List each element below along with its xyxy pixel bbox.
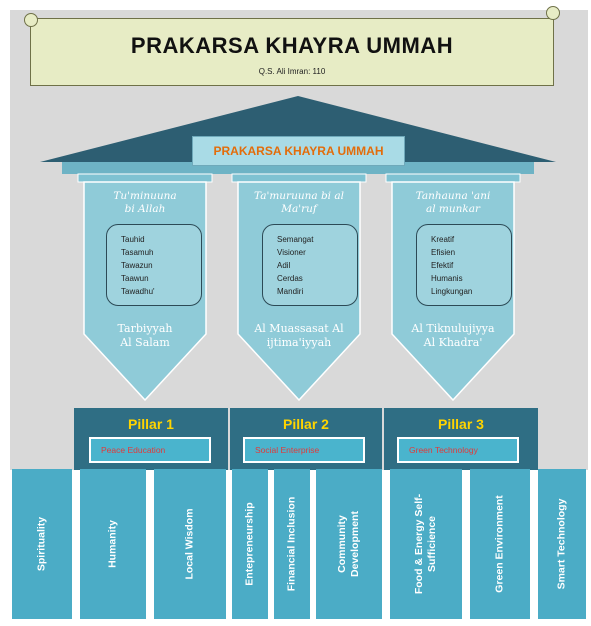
column-capital-2 [231, 173, 367, 183]
list-item: Semangat [277, 235, 314, 244]
foundation-label: Spirituality [35, 516, 48, 572]
list-item: Tawazun [121, 261, 153, 270]
pillar-1-theme-box: Peace Education [89, 437, 211, 463]
column-capital-3 [385, 173, 521, 183]
foundation-block: Financial Inclusion [274, 469, 310, 619]
foundation-label: Humanity [106, 520, 119, 568]
column-2-title-line2: Ma'ruf [281, 203, 317, 215]
pillar-3-theme-box: Green Technology [397, 437, 519, 463]
list-item: Humanis [431, 274, 463, 283]
scroll-curl-right-icon [546, 6, 560, 20]
roof-label: PRAKARSA KHAYRA UMMAH [213, 144, 384, 158]
column-1-values-box: Tauhid Tasamuh Tawazun Taawun Tawadhu' [106, 224, 202, 306]
column-3-title-line2: al munkar [425, 203, 481, 215]
foundation-block: Smart Technology [538, 469, 586, 619]
roof-label-box: PRAKARSA KHAYRA UMMAH [192, 136, 405, 166]
column-capital-1 [77, 173, 213, 183]
foundation-block: Entepreneurship [232, 469, 268, 619]
column-3-values-box: Kreatif Efisien Efektif Humanis Lingkung… [416, 224, 512, 306]
list-item: Tasamuh [121, 248, 154, 257]
foundation-label: Entepreneurship [243, 502, 256, 586]
column-2-title-line1: Ta'muruuna bi al [254, 190, 344, 202]
pillar-2-theme: Social Enterprise [255, 445, 320, 455]
foundation-label: Financial Inclusion [285, 496, 298, 592]
column-2-caption-line2: ijtima'iyyah [266, 336, 332, 349]
column-3-caption: Al Tiknulujiyya Al Khadra' [383, 322, 523, 350]
column-3-title-line1: Tanhauna 'ani [415, 190, 491, 202]
scroll-subtitle: Q.S. Ali Imran: 110 [258, 67, 326, 76]
column-1-caption-line1: Tarbiyyah [117, 322, 173, 335]
pillar-2-label: Pillar 2 [283, 416, 329, 432]
list-item: Lingkungan [431, 287, 473, 296]
list-item: Adil [277, 261, 291, 270]
pillar-3-label: Pillar 3 [438, 416, 484, 432]
foundation-block: Green Environment [470, 469, 530, 619]
column-2-values-box: Semangat Visioner Adil Cerdas Mandiri [262, 224, 358, 306]
list-item: Mandiri [277, 287, 304, 296]
column-3-caption-line1: Al Tiknulujiyya [411, 322, 495, 335]
list-item: Efisien [431, 248, 456, 257]
foundation-label: Food & Energy Self-Sufficience [413, 493, 438, 595]
roof [40, 96, 556, 162]
scroll-title: PRAKARSA KHAYRA UMMAH [130, 33, 454, 58]
foundation-block: Humanity [80, 469, 146, 619]
column-3-caption-line2: Al Khadra' [423, 336, 483, 349]
column-3-title: Tanhauna 'ani al munkar [389, 190, 517, 216]
foundation-block: Local Wisdom [154, 469, 226, 619]
scroll-curl-left-icon [24, 13, 38, 27]
list-item: Kreatif [431, 235, 455, 244]
list-item: Taawun [121, 274, 149, 283]
column-2-title: Ta'muruuna bi al Ma'ruf [235, 190, 363, 216]
foundation-block: Food & Energy Self-Sufficience [390, 469, 462, 619]
list-item: Efektif [431, 261, 454, 270]
roof-beam [62, 162, 534, 174]
list-item: Visioner [277, 248, 306, 257]
pillar-2-theme-box: Social Enterprise [243, 437, 365, 463]
column-1-caption-line2: Al Salam [120, 336, 170, 349]
list-item: Cerdas [277, 274, 303, 283]
foundation-label: Local Wisdom [183, 508, 196, 580]
list-item: Tauhid [121, 235, 145, 244]
column-2-caption: Al Muassasat Al ijtima'iyyah [229, 322, 369, 350]
foundation-block: Spirituality [12, 469, 72, 619]
pillar-1-label: Pillar 1 [128, 416, 174, 432]
pillar-1-theme: Peace Education [101, 445, 166, 455]
foundation-label: Smart Technology [555, 498, 568, 590]
column-1-title: Tu'minuuna bi Allah [81, 190, 209, 216]
pillar-3-theme: Green Technology [409, 445, 478, 455]
column-1-title-line2: bi Allah [124, 203, 166, 215]
title-scroll: PRAKARSA KHAYRA UMMAH Q.S. Ali Imran: 11… [30, 18, 554, 86]
foundation-label: Green Environment [493, 495, 506, 593]
list-item: Tawadhu' [121, 287, 155, 296]
column-2-caption-line1: Al Muassasat Al [254, 322, 344, 335]
column-1-caption: Tarbiyyah Al Salam [75, 322, 215, 350]
column-1-title-line1: Tu'minuuna [113, 190, 177, 202]
